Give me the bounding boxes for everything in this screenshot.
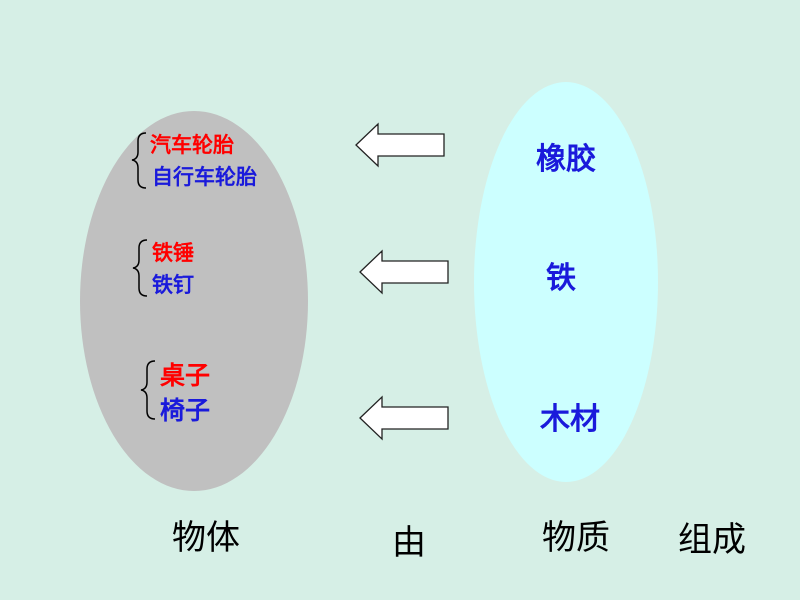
object-item: 铁钉 [152, 273, 194, 297]
material-label: 橡胶 [536, 142, 596, 177]
material-label: 木材 [540, 402, 600, 437]
bottom-label-from: 由 [392, 523, 426, 563]
object-item: 铁锤 [152, 241, 194, 265]
materials-ellipse [474, 82, 658, 482]
object-item: 自行车轮胎 [152, 165, 257, 189]
arrow-left-icon [359, 249, 449, 295]
objects-ellipse [80, 111, 308, 491]
material-label: 铁 [546, 261, 576, 296]
bracket-group-3 [140, 360, 156, 420]
object-item: 汽车轮胎 [150, 133, 234, 157]
bottom-label-substance: 物质 [542, 518, 610, 558]
bracket-group-2 [132, 239, 148, 297]
arrow-left-icon [359, 395, 449, 441]
bracket-group-1 [131, 132, 147, 189]
arrow-left-icon [355, 122, 445, 168]
bottom-label-objects: 物体 [172, 518, 240, 558]
bottom-label-compose: 组成 [678, 520, 746, 560]
object-item: 桌子 [160, 361, 211, 390]
object-item: 椅子 [160, 396, 211, 425]
